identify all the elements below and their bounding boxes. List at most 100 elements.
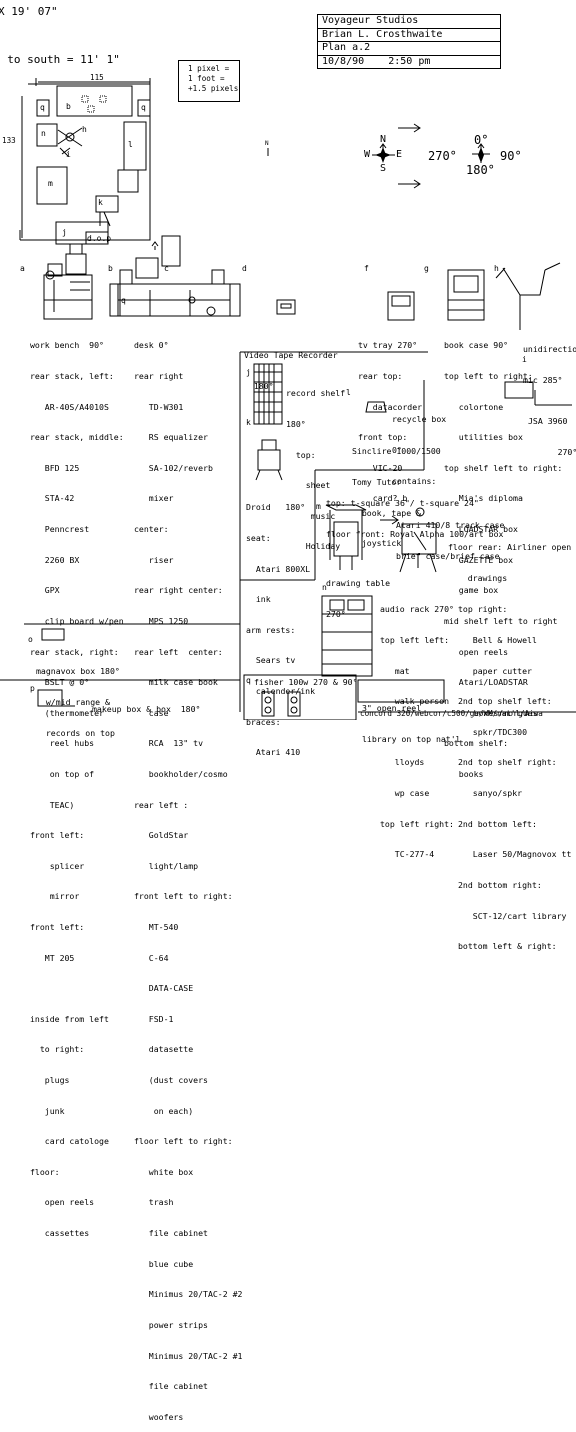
note-line: tv tray 270° (358, 340, 418, 351)
fisher-note: fisher 100w 270 & 90° (254, 677, 358, 687)
note-line: 2nd bottom left: (458, 818, 537, 829)
tv-tray-notes: tv tray 270° rear top: datacorder front … (358, 320, 422, 514)
note-line: unidirectional (523, 344, 576, 355)
note-line: arm rests: (246, 624, 296, 635)
note-line: rear left : (134, 799, 189, 810)
section-o: o (28, 635, 33, 644)
note-line: mid shelf left to right (444, 615, 558, 626)
note-line: work bench 90° (30, 340, 104, 351)
dimension-left: h to south = 11' 1" (0, 53, 120, 66)
note-line: C-64 (134, 952, 169, 963)
note-line: Sears tv (246, 655, 296, 666)
note-line: Tomy Tutor (352, 477, 402, 488)
note-line: rear stack, right: (30, 646, 119, 657)
note-line: floor: (30, 1166, 60, 1177)
plan-label-j: j (62, 228, 67, 237)
note-line: on top of (30, 768, 95, 779)
note-line: rear stack, left: (30, 371, 114, 382)
note-line: woofers (134, 1411, 184, 1422)
note-line: to right: (30, 1044, 85, 1055)
note-line: card? b (358, 493, 408, 504)
width-label: 115 (90, 73, 104, 82)
note-line: contains: (392, 475, 437, 486)
note-line: music (286, 510, 336, 521)
t-square-notes: top: t-square 36"/ t-square 24" floor fr… (326, 478, 503, 549)
note-line: rear stack, middle: (30, 432, 124, 443)
note-line: rear right center: (134, 585, 223, 596)
plan-name: Plan a.2 (318, 42, 500, 56)
note-line: book case 90° (444, 340, 509, 351)
note-line: mic 285° (523, 375, 563, 386)
note-line: inside from left (30, 1013, 109, 1024)
note-line: SCT-12/cart library (458, 910, 567, 921)
note-line: case (134, 707, 169, 718)
note-line: card catologe (30, 1136, 109, 1147)
note-line: rear right (134, 371, 184, 382)
note-line: Atari 410 (246, 747, 301, 758)
note-line: top left right: (380, 818, 454, 829)
note-line: Atari 410/8 track case (396, 520, 505, 531)
jsa-notes: JSA 3960 270° (528, 396, 576, 467)
note-line: TEAC) (30, 799, 75, 810)
note-line: floor front: Royal Alpha 100/art box (326, 529, 504, 540)
note-line: spkr/TDC300 (458, 726, 528, 737)
height-label: 133 (2, 136, 16, 145)
note-line: ink (246, 594, 271, 605)
note-line: junk (30, 1105, 65, 1116)
section-a: a (20, 264, 25, 273)
note-line: boxes/morgues (444, 707, 538, 718)
note-line: Laser 50/Magnovox tt (458, 849, 572, 860)
scale-line: +1.5 pixels (188, 84, 239, 93)
note-line: recycle box (392, 414, 447, 425)
section-n: n (322, 583, 327, 592)
note-line: front left: (30, 830, 85, 841)
note-line: Atari/LOADSTAR (444, 677, 528, 688)
mic-notes: unidirectional mic 285° (523, 324, 576, 395)
plan-date: 10/8/90 2:50 pm (322, 55, 431, 67)
floor-rear-notes: floor rear: Airliner open reel drawings (448, 522, 576, 593)
note-line: mat (380, 665, 410, 676)
note-line: 2nd top shelf left: (458, 696, 552, 707)
note-line: Video Tape Recorder (244, 350, 338, 361)
note-line: MT-540 (134, 921, 179, 932)
note-line: Minimus 20/TAC-2 #2 (134, 1289, 243, 1300)
plan-label-i: i (66, 150, 71, 159)
note-line: rear top: (358, 371, 403, 382)
note-line: floor rear: Airliner open reel (448, 542, 572, 553)
note-line: sheet (286, 480, 331, 491)
note-line: GoldStar (134, 830, 189, 841)
note-line: BFD 125 (30, 462, 80, 473)
title-block: Voyageur Studios Brian L. Crosthwaite Pl… (317, 14, 501, 69)
note-line: top shelf left to right: (444, 462, 563, 473)
work-bench-notes: work bench 90° rear stack, left: AR-40S/… (30, 320, 124, 1248)
note-line: milk case book (134, 677, 218, 688)
note-line: top right: (458, 604, 508, 615)
plan-label-q: q (40, 103, 45, 112)
note-line: top left left: (380, 635, 450, 646)
plan-label-m: m (48, 179, 53, 188)
compass-deg-180: 180° (466, 163, 495, 177)
note-line: bottom left & right: (458, 941, 557, 952)
note-line: Sinclire 1000/1500 (352, 446, 441, 457)
sinclair-notes: Sinclire 1000/1500 Tomy Tutor book, tape… (352, 426, 441, 559)
note-line: open reels (30, 1197, 95, 1208)
note-line (30, 983, 124, 993)
note-line: BSLT @ 0° (30, 677, 90, 688)
plan-label-k: k (98, 198, 103, 207)
note-line: Holiday (286, 541, 341, 552)
note-line: on each) (134, 1105, 194, 1116)
note-line: walk person (380, 696, 450, 707)
note-line: library on top nat'l (362, 734, 461, 745)
dimension-top: X 19' 07" (0, 5, 58, 18)
note-line: Droid 180° (246, 502, 306, 513)
note-line: SA-102/reverb (134, 462, 213, 473)
note-line: 270° (528, 447, 576, 458)
compass-s: S (380, 163, 387, 174)
small-north-mark: N (265, 140, 269, 147)
note-line: file cabinet (134, 1228, 208, 1239)
concord-note: concord 320/webcor/c500/ge/WM/nat'l/Aiwa (360, 709, 543, 718)
note-line: MPS 1250 (134, 615, 189, 626)
note-line: white box (134, 1166, 194, 1177)
shelf-notes: top right: Bell & Howell paper cutter 2n… (458, 584, 571, 962)
note-line: 2nd bottom right: (458, 879, 542, 890)
